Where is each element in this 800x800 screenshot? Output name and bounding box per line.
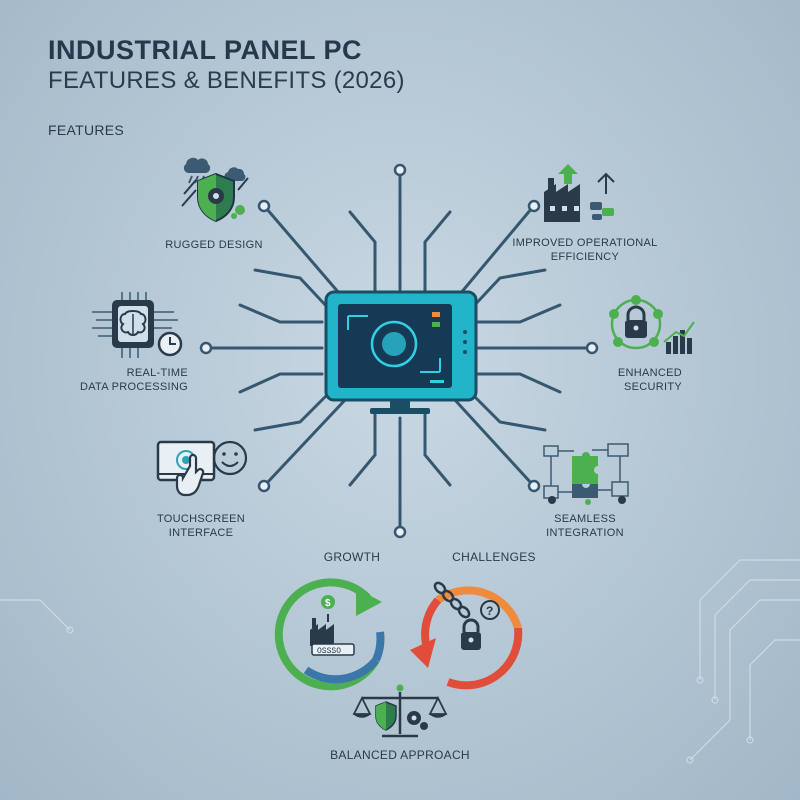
page-subtitle: FEATURES & BENEFITS (2026) [48,67,405,94]
feature-label-real-time-data: REAL-TIME DATA PROCESSING [79,367,188,393]
feature-label-rugged-design: RUGGED DESIGN [165,239,263,251]
growth-arrow-icon [356,588,382,616]
shield-gear-weather-icon [181,157,249,223]
challenges-label: CHALLENGES [452,550,536,564]
chip-brain-clock-icon [92,292,183,358]
title-block: INDUSTRIAL PANEL PC FEATURES & BENEFITS … [48,34,405,96]
page-title: INDUSTRIAL PANEL PC [48,35,363,65]
svg-text:$: $ [325,598,331,609]
background-circuit-traces [0,559,800,764]
feature-label-seamless-integration: SEAMLESS INTEGRATION [546,513,624,539]
connector-end-nodes [199,163,599,539]
section-label: FEATURES [48,122,125,138]
factory-arrow-icon [544,164,615,222]
feature-label-touchscreen-interface: TOUCHSCREEN INTERFACE [156,513,246,539]
chain-icon [433,581,471,619]
question-mark: ? [486,604,493,618]
challenge-arrow-icon [410,638,436,668]
growth-challenges-cycle: $ OSSSO ? [274,578,523,691]
feature-label-enhanced-security: ENHANCED SECURITY [617,367,682,393]
puzzle-network-icon [543,443,629,505]
feature-label-operational-efficiency: IMPROVED OPERATIONAL EFFICIENCY [512,237,658,263]
central-monitor-icon [324,290,478,414]
balanced-approach-label: BALANCED APPROACH [330,748,470,762]
balance-scale-icon [352,684,448,738]
growth-label: GROWTH [323,550,381,564]
lock-network-icon [609,295,695,354]
touch-hand-icon [156,440,248,497]
connector-lines [206,170,592,532]
growth-counter: OSSSO [317,647,341,656]
